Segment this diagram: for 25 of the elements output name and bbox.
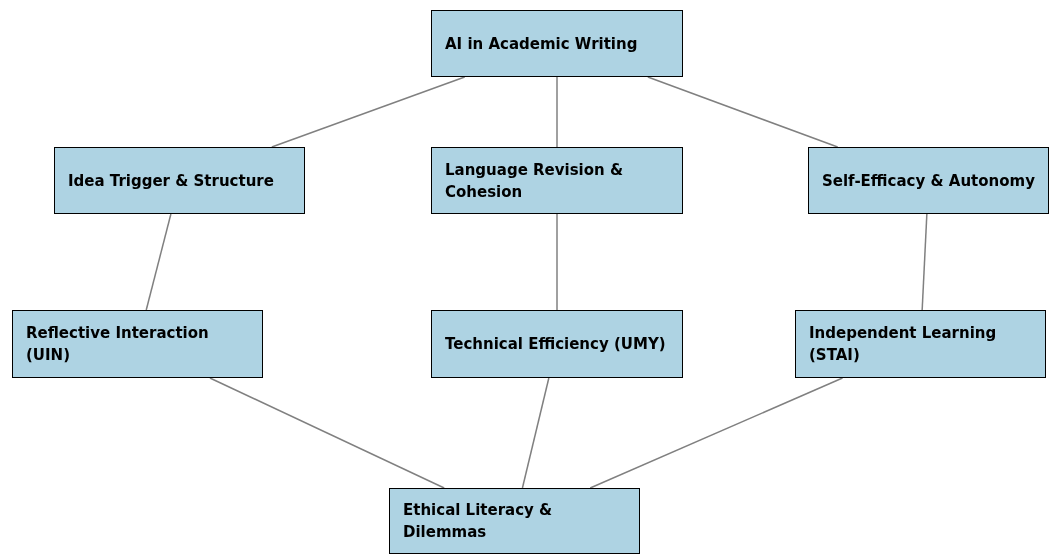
- box-label: Idea Trigger & Structure: [68, 170, 275, 192]
- box-label: Ethical Literacy & Dilemmas: [403, 500, 554, 543]
- concept-box: [12, 310, 263, 378]
- connector-line: [556, 76, 558, 148]
- concept-box: [389, 488, 640, 554]
- concept-box: [431, 310, 683, 378]
- box-label: Reflective Interaction (UIN): [26, 323, 210, 366]
- concept-box: [795, 310, 1046, 378]
- concept-box: [808, 147, 1049, 214]
- concept-box: [54, 147, 305, 214]
- connector-line: [209, 377, 445, 489]
- connector-line: [145, 213, 172, 311]
- concept-box: [431, 10, 683, 77]
- box-label: Technical Efficiency (UMY): [445, 334, 667, 355]
- connector-line: [921, 213, 928, 311]
- box-label: Self-Efficacy & Autonomy: [822, 170, 1036, 192]
- box-label: Independent Learning (STAI): [809, 323, 998, 366]
- connector-line: [271, 76, 466, 148]
- connector-line: [589, 377, 844, 489]
- box-label: Language Revision & Cohesion: [445, 159, 625, 203]
- connector-line: [647, 76, 839, 148]
- connector-line: [521, 377, 550, 489]
- connector-line: [556, 213, 558, 311]
- concept-box: [431, 147, 683, 214]
- box-label: AI in Academic Writing: [445, 33, 639, 55]
